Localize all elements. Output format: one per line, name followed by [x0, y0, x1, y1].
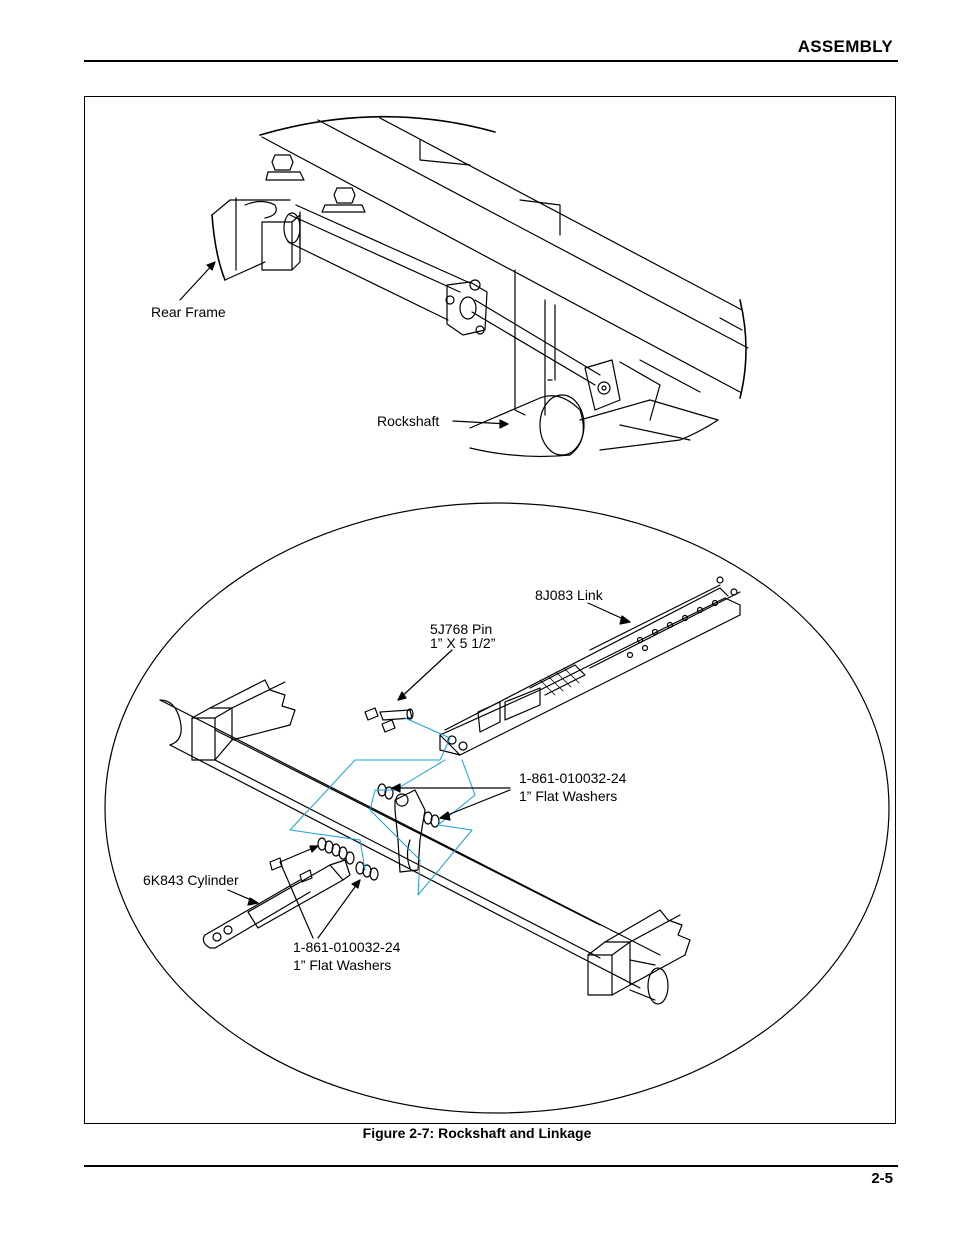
rear-frame-leader — [179, 261, 216, 301]
label-pin: 5J768 Pin 1” X 5 1/2” — [430, 620, 495, 652]
label-pin-name: 5J768 Pin — [430, 621, 493, 637]
label-washers-left-part: 1-861-010032-24 — [293, 939, 401, 955]
header-rule — [84, 60, 898, 62]
label-washers-right: 1-861-010032-24 1” Flat Washers — [519, 769, 626, 805]
label-pin-size: 1” X 5 1/2” — [430, 635, 496, 651]
figure-caption: Figure 2-7: Rockshaft and Linkage — [362, 1125, 592, 1141]
figure-frame — [84, 96, 896, 1124]
page-number: 2-5 — [871, 1170, 893, 1187]
washers-left-leader-b — [317, 879, 361, 939]
rockshaft-assembly-illustration — [179, 115, 749, 458]
rockshaft-leader — [452, 420, 509, 425]
label-washers-right-desc: 1” Flat Washers — [519, 788, 618, 804]
label-washers-left: 1-861-010032-24 1” Flat Washers — [293, 938, 400, 974]
label-rear-frame: Rear Frame — [151, 304, 226, 320]
footer-rule — [84, 1165, 898, 1167]
section-title: ASSEMBLY — [797, 37, 893, 56]
linkage-detail-illustration — [104, 502, 890, 1114]
label-rockshaft: Rockshaft — [377, 413, 440, 429]
detail-circle — [104, 502, 890, 1114]
pin-leader — [397, 649, 453, 701]
label-washers-left-desc: 1” Flat Washers — [293, 957, 392, 973]
washers-left-leader-a — [279, 845, 319, 939]
label-washers-right-part: 1-861-010032-24 — [519, 770, 627, 786]
washers-right-leader-b — [439, 789, 511, 819]
label-cylinder: 6K843 Cylinder — [143, 872, 239, 888]
label-link: 8J083 Link — [535, 587, 603, 603]
